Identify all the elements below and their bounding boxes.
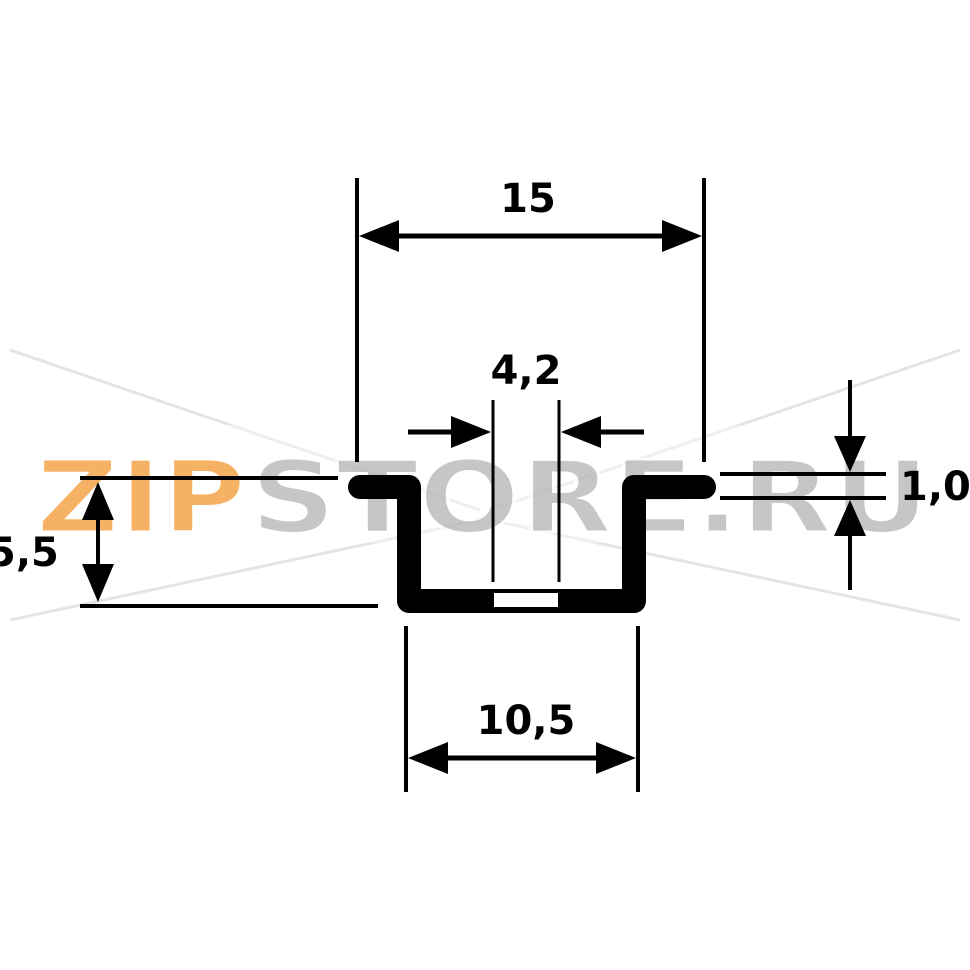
arrow-head xyxy=(82,482,114,520)
arrow-head xyxy=(561,416,601,448)
arrow-head xyxy=(596,742,636,774)
watermark-ray xyxy=(489,348,961,512)
arrow-head xyxy=(834,436,866,472)
watermark-ray xyxy=(489,518,961,622)
watermark-zip: ZIP xyxy=(36,439,246,556)
label-overall-width: 15 xyxy=(500,176,556,222)
dimension-thickness: 1,0 xyxy=(720,380,970,590)
watermark: ZIP STORE.RU xyxy=(28,425,940,558)
channel-profile xyxy=(348,475,716,613)
arrow-head xyxy=(408,742,448,774)
label-depth: 5,5 xyxy=(0,530,59,576)
dimension-depth: 5,5 xyxy=(0,476,378,608)
arrow-head xyxy=(451,416,491,448)
arrow-head xyxy=(82,564,114,602)
arrow-head xyxy=(662,220,702,252)
label-bottom-width: 10,5 xyxy=(477,698,576,744)
dimension-slot-width: 4,2 xyxy=(408,348,644,582)
arrow-head xyxy=(359,220,399,252)
label-slot-width: 4,2 xyxy=(491,348,562,394)
dimension-overall-width: 15 xyxy=(355,176,706,462)
watermark-backdrop xyxy=(28,425,940,543)
dimension-bottom-width: 10,5 xyxy=(404,626,640,792)
label-thickness: 1,0 xyxy=(900,464,970,510)
bottom-slot xyxy=(492,591,560,609)
arrow-head xyxy=(834,500,866,536)
